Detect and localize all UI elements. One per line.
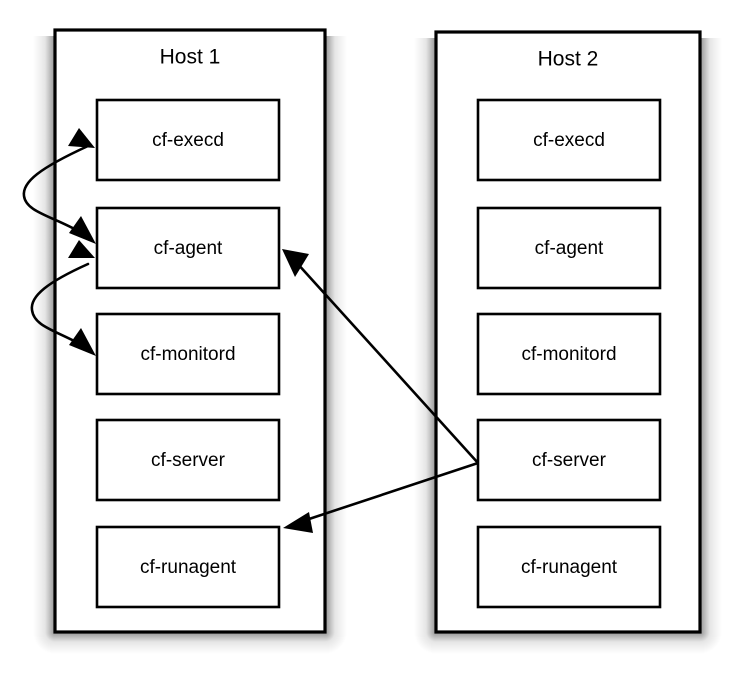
host2-process-cf-monitord-label: cf-monitord: [521, 344, 616, 365]
host2-process-cf-runagent-box[interactable]: [476, 525, 662, 609]
host1-process-cf-server[interactable]: cf-server: [95, 418, 281, 502]
connection-host2server-to-host1agent[interactable]: [282, 249, 479, 464]
host2-process-cf-agent-box[interactable]: [476, 206, 662, 290]
host1-title: Host 1: [160, 46, 221, 69]
connection-host2server-to-host1runagent[interactable]: [283, 461, 479, 533]
host2-process-cf-server[interactable]: cf-server: [476, 418, 662, 502]
host2-process-cf-runagent[interactable]: cf-runagent: [476, 525, 662, 609]
connection-host2server-to-host1runagent-line: [299, 461, 479, 524]
connection-execd-to-agent-arrowhead-bottom: [69, 216, 96, 244]
host-panel-host1[interactable]: Host 1 cf-execd cf-agent cf-monitord cf-…: [33, 28, 347, 654]
host2-process-cf-agent[interactable]: cf-agent: [476, 206, 662, 290]
host1-process-cf-monitord-label: cf-monitord: [140, 344, 235, 365]
connection-execd-to-agent[interactable]: [22, 128, 96, 244]
host2-panel-shadow-corner-br: [700, 632, 722, 654]
connection-host2server-to-host1agent-arrowhead: [282, 249, 309, 277]
host1-process-cf-monitord[interactable]: cf-monitord: [95, 312, 281, 396]
host1-process-cf-execd-label: cf-execd: [152, 130, 224, 151]
host1-process-cf-agent[interactable]: cf-agent: [95, 206, 281, 290]
host1-process-cf-agent-box[interactable]: [95, 206, 281, 290]
host1-process-cf-agent-label: cf-agent: [154, 238, 223, 259]
host1-process-cf-monitord-box[interactable]: [95, 312, 281, 396]
connection-agent-to-monitord-arrowhead-top: [68, 240, 95, 258]
host1-process-cf-server-label: cf-server: [151, 450, 226, 471]
host2-panel-shadow-left: [414, 38, 436, 632]
host2-process-cf-execd-label: cf-execd: [533, 130, 605, 151]
host1-panel-shadow-corner-bl: [33, 632, 55, 654]
host1-panel-shadow-corner-br: [325, 632, 347, 654]
host2-process-cf-server-box[interactable]: [476, 418, 662, 502]
connection-agent-to-monitord-arrowhead-bottom: [69, 328, 96, 356]
host1-process-cf-execd-box[interactable]: [95, 98, 281, 182]
connection-host2server-to-host1runagent-arrowhead: [283, 512, 313, 533]
host2-title: Host 2: [538, 48, 599, 71]
connection-agent-to-monitord[interactable]: [30, 240, 96, 356]
host-panel-host2[interactable]: Host 2 cf-execd cf-agent cf-monitord cf-…: [414, 30, 722, 654]
connection-agent-to-monitord-path: [30, 262, 90, 346]
host1-panel-shadow-right: [325, 36, 347, 632]
host2-panel-shadow-bottom: [436, 632, 700, 654]
host2-process-cf-monitord[interactable]: cf-monitord: [476, 312, 662, 396]
host2-process-cf-runagent-label: cf-runagent: [521, 557, 618, 578]
host2-process-cf-server-label: cf-server: [532, 450, 607, 471]
host2-process-cf-execd-box[interactable]: [476, 98, 662, 182]
host1-panel-shadow-left: [33, 36, 55, 632]
host2-process-cf-agent-label: cf-agent: [535, 238, 604, 259]
host1-panel-shadow-bottom: [55, 632, 325, 654]
host1-process-cf-execd[interactable]: cf-execd: [95, 98, 281, 182]
connection-execd-to-agent-arrowhead-top: [68, 128, 95, 148]
connection-host2server-to-host1agent-line: [295, 261, 479, 464]
host1-process-cf-runagent-box[interactable]: [95, 525, 281, 609]
host2-panel-shadow-right: [700, 38, 722, 632]
host1-process-cf-runagent-label: cf-runagent: [140, 557, 237, 578]
host1-process-cf-server-box[interactable]: [95, 418, 281, 502]
host1-process-cf-runagent[interactable]: cf-runagent: [95, 525, 281, 609]
connection-execd-to-agent-path: [22, 144, 90, 234]
host2-panel-shadow-corner-bl: [414, 632, 436, 654]
host2-process-cf-execd[interactable]: cf-execd: [476, 98, 662, 182]
host2-process-cf-monitord-box[interactable]: [476, 312, 662, 396]
